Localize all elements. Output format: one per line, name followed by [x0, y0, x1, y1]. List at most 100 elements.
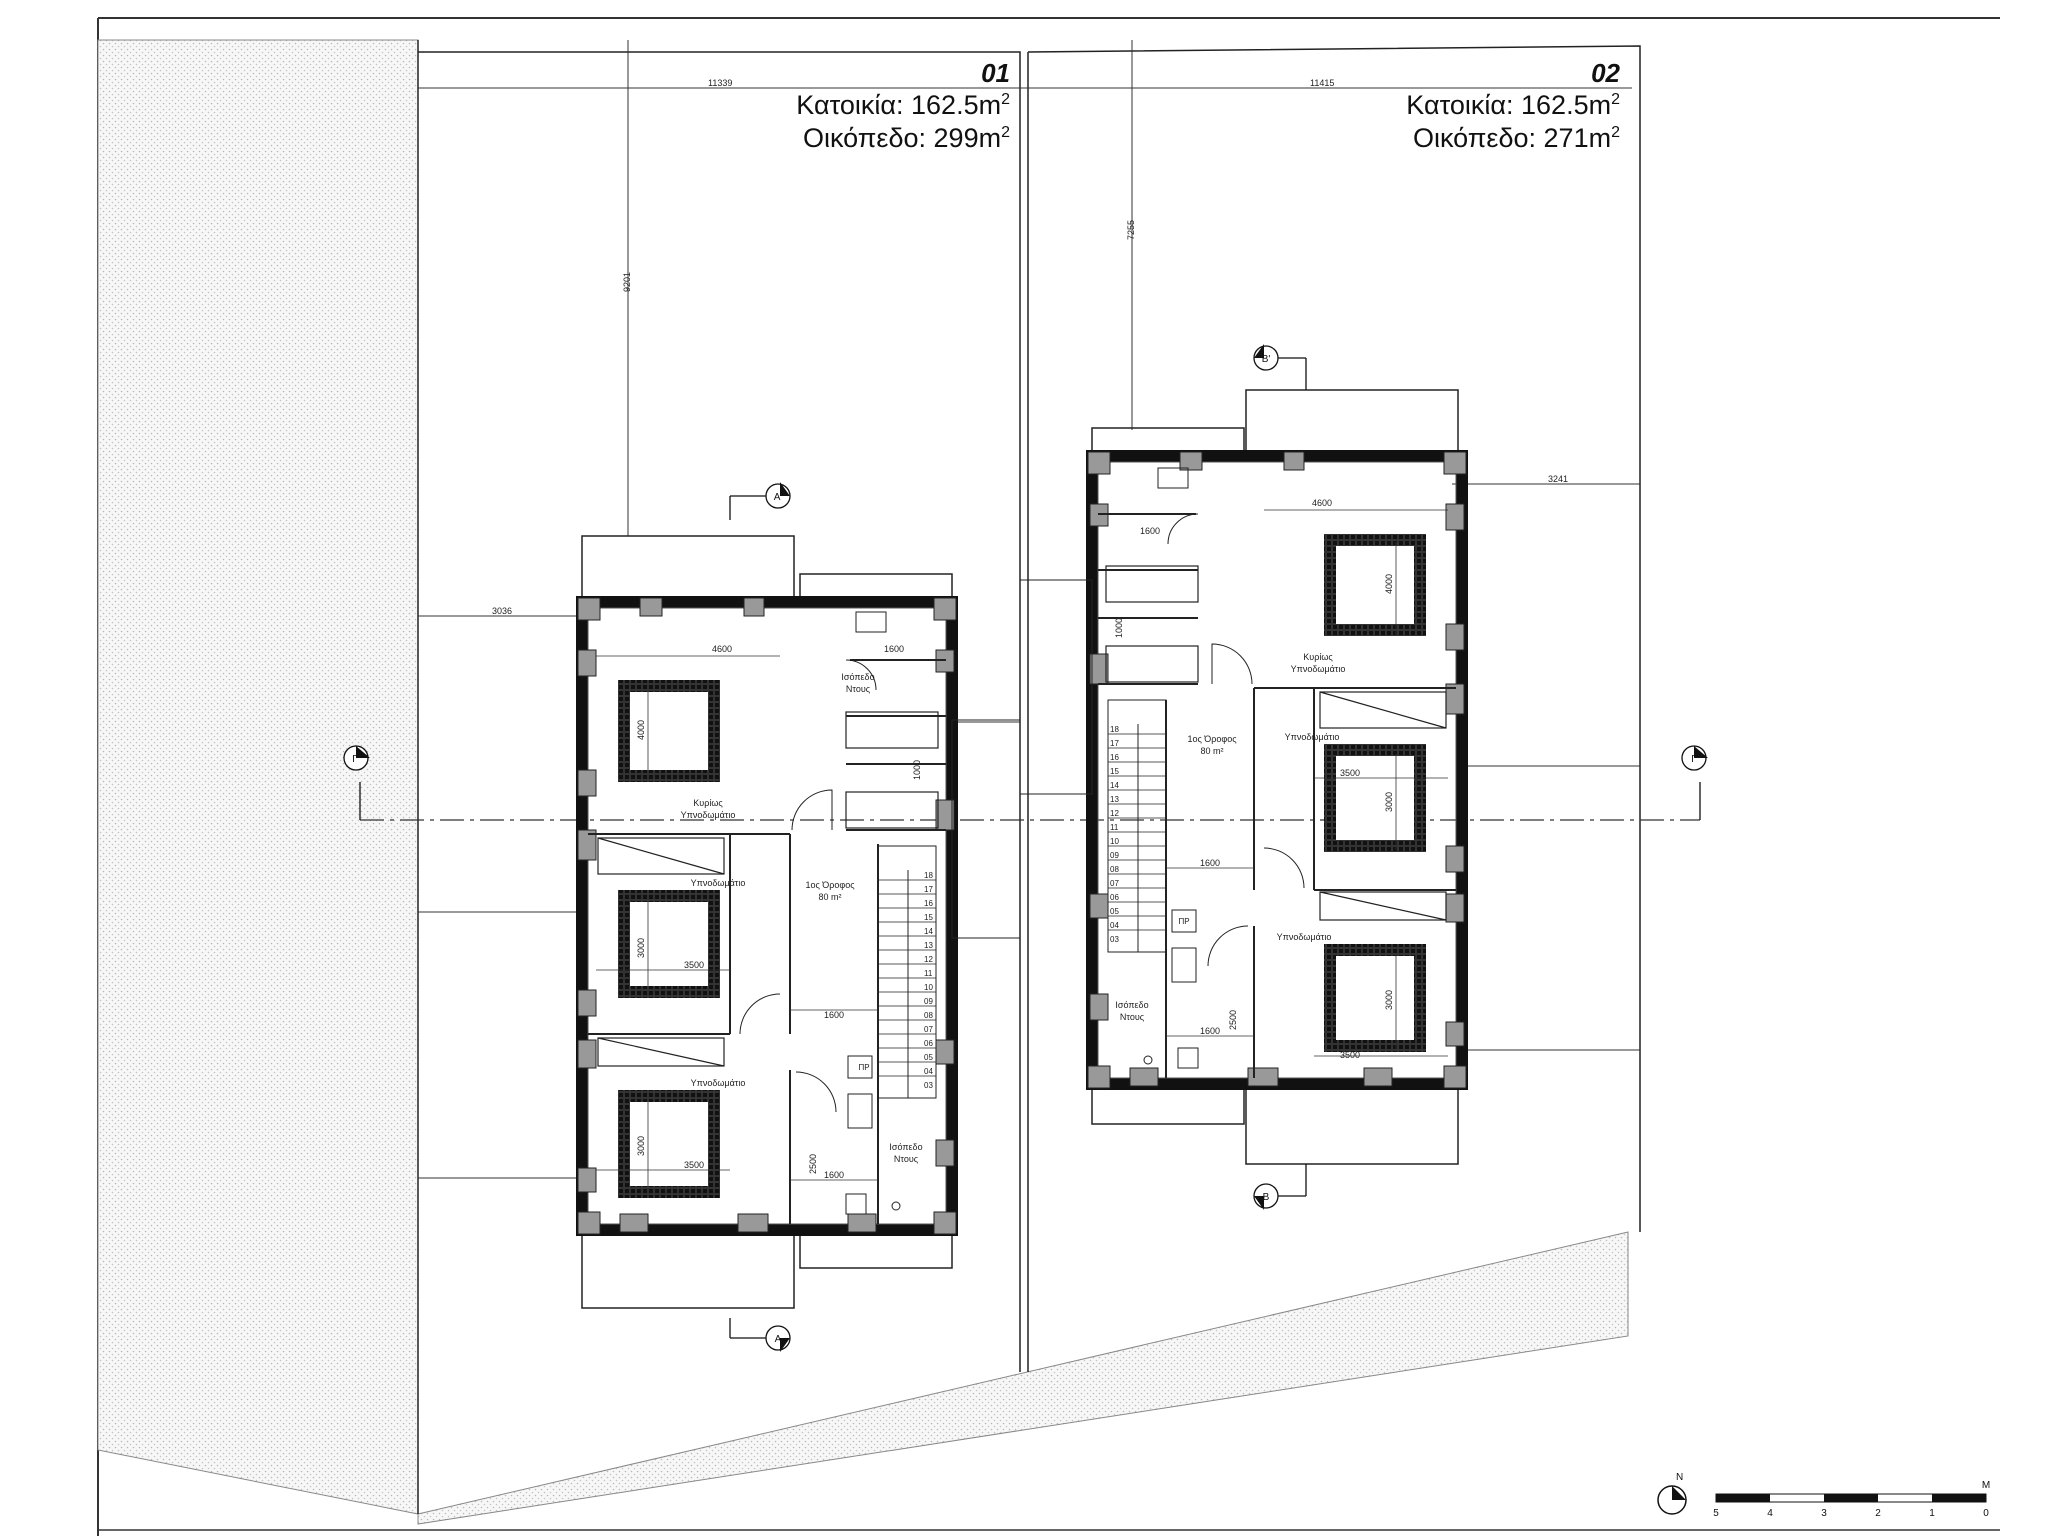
plot-boundaries [417, 40, 1641, 1514]
u1-stair-step-15: 15 [924, 913, 933, 922]
u2-stair-step-06: 06 [1110, 893, 1119, 902]
u2-dim-4000: 4000 [1384, 574, 1394, 594]
u1-dim-4000: 4000 [636, 720, 646, 740]
u2-stair-step-18: 18 [1110, 725, 1119, 734]
u2-stair-step-13: 13 [1110, 795, 1119, 804]
u2-stair-step-05: 05 [1110, 907, 1119, 916]
unit-02-number: 02 [1591, 58, 1620, 88]
u2-dim-3000-a: 3000 [1384, 792, 1394, 812]
u2-master-label-1: Κυρίως [1303, 652, 1333, 662]
u2-dim-3500-b: 3500 [1340, 1050, 1360, 1060]
u1-stair-step-06: 06 [924, 1039, 933, 1048]
section-label-g-left: Γ' [352, 754, 360, 765]
section-label-g-right: Γ [1691, 754, 1697, 765]
unit-02-plan [1086, 389, 1468, 1165]
u1-dim-1000: 1000 [912, 760, 922, 780]
u2-dim-4600: 4600 [1312, 498, 1332, 508]
u1-stair-step-14: 14 [924, 927, 933, 936]
u2-stair-step-10: 10 [1110, 837, 1119, 846]
section-label-b-top: B' [1262, 354, 1271, 365]
u1-dim-3000-b: 3000 [636, 1136, 646, 1156]
u1-stair-step-11: 11 [924, 969, 933, 978]
scale-label-3: 3 [1821, 1508, 1827, 1519]
u2-stair-step-12: 12 [1110, 809, 1119, 818]
scale-label-1: 1 [1929, 1508, 1935, 1519]
dim-u1-width: 11339 [708, 78, 732, 88]
dim-u1-front: 9201 [622, 272, 632, 292]
unit-01-house-area: Κατοικία: 162.5m2 [796, 90, 1010, 121]
u1-stair-step-18: 18 [924, 871, 933, 880]
u1-floor-label: 1ος Όροφος [805, 880, 855, 890]
u1-bath2-label-1: Ισόπεδο [889, 1142, 922, 1152]
u2-bedroom-3-label: Υπνοδωμάτιο [1277, 932, 1332, 942]
unit-connector [951, 579, 1093, 939]
u2-stair-step-08: 08 [1110, 865, 1119, 874]
u1-bath1-label-2: Ντους [846, 684, 871, 694]
u2-dim-1600-b: 1600 [1200, 858, 1220, 868]
scale-unit: M [1982, 1480, 1990, 1491]
u1-dim-1600-b: 1600 [824, 1010, 844, 1020]
u1-pr-label: ΠΡ [858, 1063, 869, 1072]
scale-label-4: 4 [1767, 1508, 1773, 1519]
u2-stair-step-03: 03 [1110, 935, 1119, 944]
u1-bath1-label-1: Ισόπεδο [841, 672, 874, 682]
u2-bath-label-2: Ντους [1120, 1012, 1145, 1022]
north-arrow: N [1657, 1472, 1687, 1515]
u1-stair-step-07: 07 [924, 1025, 933, 1034]
dim-u2-width: 11415 [1310, 78, 1334, 88]
u2-dim-1000: 1000 [1114, 618, 1124, 638]
u1-dim-3000-a: 3000 [636, 938, 646, 958]
scale-label-5: 5 [1713, 1508, 1719, 1519]
u2-stair-step-15: 15 [1110, 767, 1119, 776]
north-label: N [1676, 1472, 1683, 1483]
u1-master-label-2: Υπνοδωμάτιο [681, 810, 736, 820]
u1-bedroom-2-label: Υπνοδωμάτιο [691, 878, 746, 888]
u1-dim-4600: 4600 [712, 644, 732, 654]
u1-stair-step-10: 10 [924, 983, 933, 992]
u1-stair-step-09: 09 [924, 997, 933, 1006]
dimension-lines [418, 40, 1640, 1179]
u1-stair-step-17: 17 [924, 885, 933, 894]
unit-01-title-block: 01 Κατοικία: 162.5m2 Οικόπεδο: 299m2 [760, 58, 1010, 154]
u2-floor-area: 80 m² [1200, 746, 1223, 756]
u2-pr-label: ΠΡ [1178, 917, 1189, 926]
u1-stair-step-16: 16 [924, 899, 933, 908]
u2-bedroom-2-label: Υπνοδωμάτιο [1285, 732, 1340, 742]
section-markers [359, 357, 1701, 1339]
u1-bedroom-3-label: Υπνοδωμάτιο [691, 1078, 746, 1088]
unit-02-house-area: Κατοικία: 162.5m2 [1406, 90, 1620, 121]
u1-stair-step-03: 03 [924, 1081, 933, 1090]
unit-02-title-block: 02 Κατοικία: 162.5m2 Οικόπεδο: 271m2 [1370, 58, 1620, 154]
u2-floor-label: 1ος Όροφος [1187, 734, 1237, 744]
u2-stair-step-16: 16 [1110, 753, 1119, 762]
dim-u1-side: 3036 [492, 606, 512, 616]
unit-01-plot-area: Οικόπεδο: 299m2 [802, 122, 1010, 153]
u1-dim-2500: 2500 [808, 1154, 818, 1174]
u2-bath-label-1: Ισόπεδο [1115, 1000, 1148, 1010]
section-label-b-bottom: B [1263, 1192, 1270, 1203]
dim-u2-side: 3241 [1548, 474, 1568, 484]
u2-dim-3000-b: 3000 [1384, 990, 1394, 1010]
unit-01-number: 01 [981, 58, 1010, 88]
u2-stair-step-07: 07 [1110, 879, 1119, 888]
u2-dim-2500: 2500 [1228, 1010, 1238, 1030]
u1-dim-1600-c: 1600 [824, 1170, 844, 1180]
u2-stair-step-14: 14 [1110, 781, 1119, 790]
u2-dim-1600-a: 1600 [1140, 526, 1160, 536]
scale-bar [1715, 1493, 1987, 1503]
unit-01-plan [576, 535, 958, 1309]
scale-label-0: 0 [1983, 1508, 1989, 1519]
u1-stair-step-05: 05 [924, 1053, 933, 1062]
section-label-a-bottom: A [775, 1334, 782, 1345]
u2-dim-3500-a: 3500 [1340, 768, 1360, 778]
u1-master-label-1: Κυρίως [693, 798, 723, 808]
u2-dim-1600-c: 1600 [1200, 1026, 1220, 1036]
u2-stair-step-17: 17 [1110, 739, 1119, 748]
u1-stair-step-13: 13 [924, 941, 933, 950]
scale-label-2: 2 [1875, 1508, 1881, 1519]
u1-bath2-label-2: Ντους [894, 1154, 919, 1164]
u1-dim-1600-a: 1600 [884, 644, 904, 654]
